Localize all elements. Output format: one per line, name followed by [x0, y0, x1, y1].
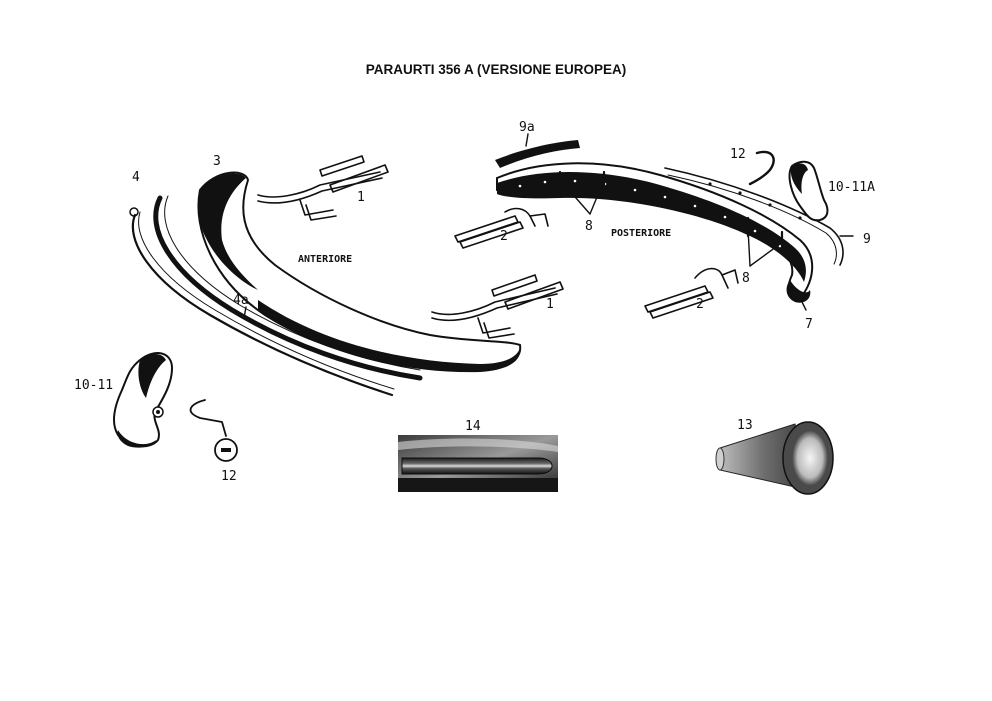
- part-2-bracket-left: [454, 207, 549, 249]
- part-7-rear-bumper-band: [497, 171, 806, 282]
- callout-4: 4: [132, 170, 140, 185]
- part-9-trim-clips: [708, 182, 802, 220]
- part-10-11-overrider: [112, 352, 174, 448]
- part-4-end-cap: [129, 207, 139, 217]
- leader-7: [799, 297, 807, 311]
- callout-9: 9: [863, 232, 871, 247]
- part-12-clip-top: [748, 150, 775, 186]
- callout-14: 14: [465, 419, 481, 434]
- callout-1-top: 1: [357, 190, 365, 205]
- part-7-rear-bumper-end: [786, 280, 811, 303]
- part-9-trim-strip-inner: [667, 174, 837, 265]
- callout-8-top: 8: [585, 219, 593, 234]
- part-8-leader-top: [558, 170, 606, 215]
- part-13-cone: [715, 421, 834, 495]
- part-1-bracket-top: [257, 155, 389, 221]
- part-14-trim-photo: [398, 435, 558, 492]
- callout-10-11: 10-11: [74, 378, 113, 393]
- part-9a-rubber-strip: [495, 140, 580, 168]
- callout-9a: 9a: [519, 120, 535, 135]
- part-3-front-bumper-shadow: [197, 173, 258, 290]
- callout-3: 3: [213, 154, 221, 169]
- part-8-leader-bottom: [746, 216, 784, 267]
- callout-12-bottom: 12: [221, 469, 237, 484]
- callout-2-left: 2: [500, 229, 508, 244]
- label-front: ANTERIORE: [298, 254, 352, 265]
- part-4-trim-strip-inner: [138, 211, 395, 390]
- callout-8-bottom: 8: [742, 271, 750, 286]
- callout-4a: 4a: [233, 293, 249, 308]
- callout-13: 13: [737, 418, 753, 433]
- callout-2-right: 2: [696, 297, 704, 312]
- part-4a-rubber-strip: [153, 195, 423, 381]
- page-title: PARAURTI 356 A (VERSIONE EUROPEA): [365, 62, 627, 77]
- callout-12-top: 12: [730, 147, 746, 162]
- leader-4a: [243, 306, 247, 319]
- part-4-trim-strip: [131, 213, 394, 397]
- leader-9a: [525, 133, 529, 147]
- part-2-bracket-right: [644, 267, 739, 319]
- part-3-front-bumper-lower-edge: [258, 300, 521, 373]
- part-12-clip-bottom: [189, 399, 238, 462]
- part-10-11a-overrider-shade: [790, 163, 808, 194]
- part-1-bracket-bottom: [431, 274, 564, 339]
- callout-7: 7: [805, 317, 813, 332]
- callout-10-11a: 10-11A: [828, 180, 875, 195]
- callout-1-bottom: 1: [546, 297, 554, 312]
- label-rear: POSTERIORE: [611, 228, 671, 239]
